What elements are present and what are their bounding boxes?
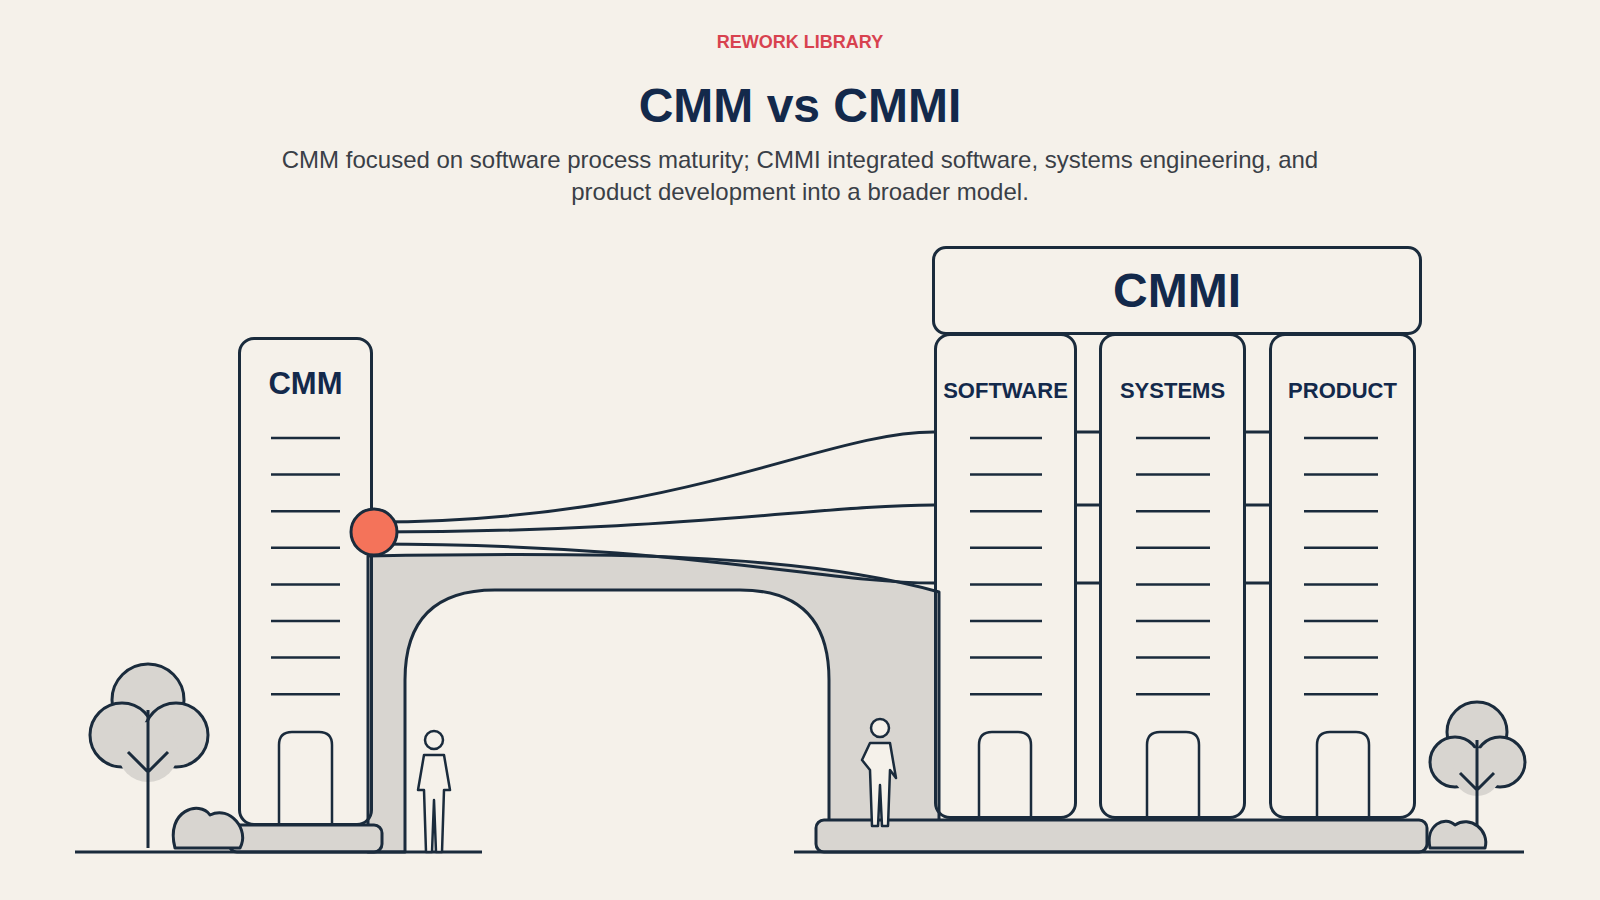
cmm-tower: CMM (238, 337, 373, 826)
tower-details (271, 438, 1378, 826)
node-label: SYSTEMS (1102, 378, 1243, 404)
tree-left (90, 664, 243, 848)
cmmi-pillar: PRODUCT (1269, 333, 1416, 819)
cmmi-header: CMMI (932, 246, 1422, 335)
cmmi-pillar: SYSTEMS (1099, 333, 1246, 819)
cmm-base (229, 825, 382, 852)
kicker-label: REWORK LIBRARY (0, 32, 1600, 53)
person (418, 719, 896, 852)
node-label: CMMI (935, 263, 1419, 318)
connector-line (1077, 504, 1099, 507)
ground (75, 851, 1524, 854)
node-label: SOFTWARE (937, 378, 1074, 404)
connector-line (1246, 582, 1269, 585)
connector-line (1077, 431, 1099, 434)
cmmi-pillar: SOFTWARE (934, 333, 1077, 819)
connector-line (1246, 431, 1269, 434)
connector-line (373, 505, 934, 532)
cmmi-base (816, 820, 1427, 852)
junction-dot (351, 509, 397, 555)
connector-line (1246, 504, 1269, 507)
caption: CMM focused on software process maturity… (240, 144, 1360, 208)
tree-right (1429, 702, 1525, 848)
title: CMM vs CMMI (0, 78, 1600, 133)
bridge (368, 554, 939, 852)
connector-line (373, 544, 934, 583)
connector-line (373, 432, 934, 522)
node-label: PRODUCT (1272, 378, 1413, 404)
node-label: CMM (241, 366, 370, 402)
connector-line (1077, 582, 1099, 585)
